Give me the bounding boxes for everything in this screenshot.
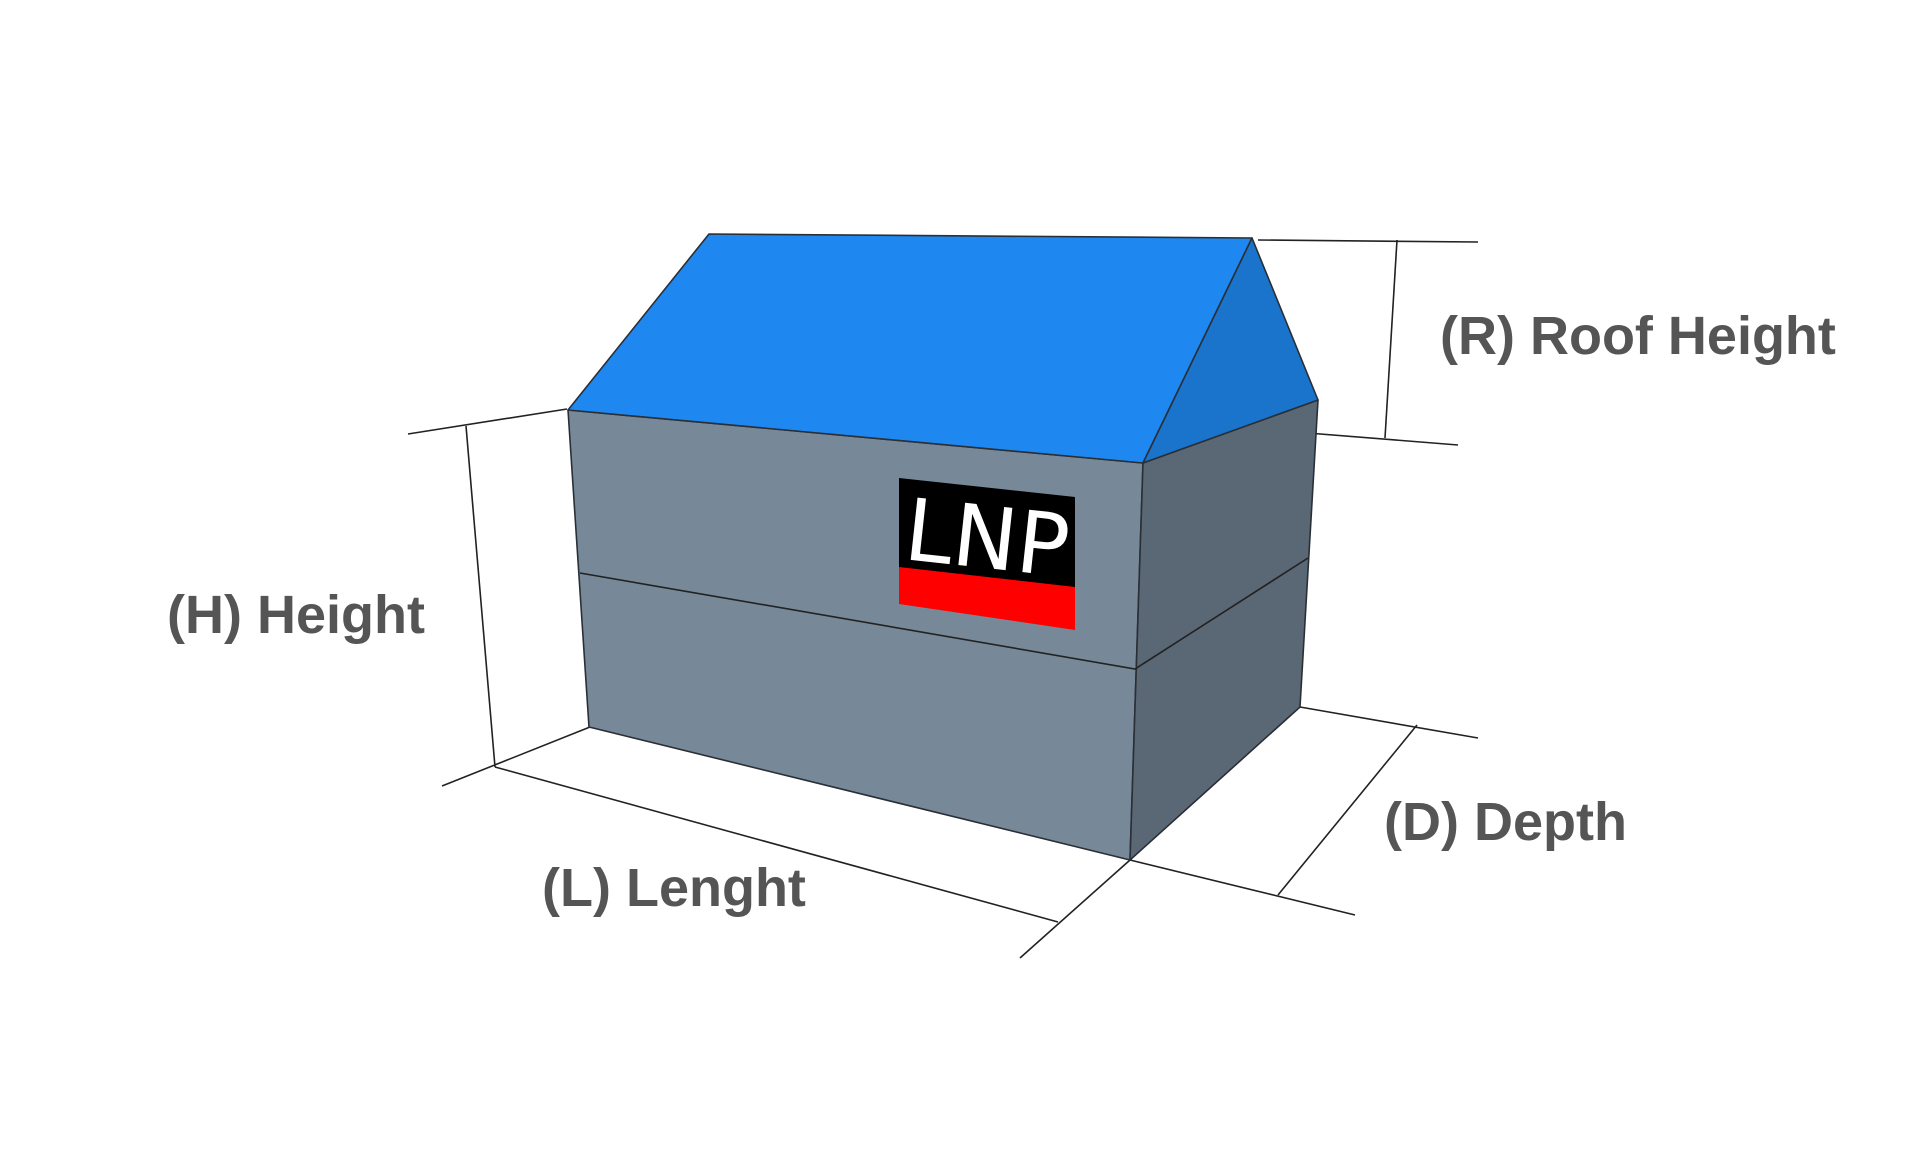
length-end-extension-line xyxy=(1019,859,1131,959)
height-bottom-extension-line xyxy=(441,726,591,787)
roof-height-dimension-line xyxy=(1384,239,1398,439)
logo-black-background xyxy=(899,478,1075,592)
height-top-extension-line xyxy=(407,408,568,435)
wall-floor-divider-line xyxy=(579,557,1309,670)
length-label: (L) Lenght xyxy=(542,858,806,918)
house-front-wall xyxy=(567,409,1144,861)
depth-front-extension-line xyxy=(1129,859,1356,916)
roof-top-extension-line xyxy=(1257,239,1479,243)
depth-back-extension-line xyxy=(1299,706,1479,739)
height-label: (H) Height xyxy=(167,585,425,645)
logo-text: LNP xyxy=(900,480,1074,597)
depth-dimension-line xyxy=(1277,724,1418,896)
length-dimension-line xyxy=(494,766,1059,923)
height-dimension-line xyxy=(465,425,496,768)
logo-red-stripe xyxy=(899,567,1075,630)
depth-label: (D) Depth xyxy=(1384,792,1627,852)
house-side-wall xyxy=(1129,399,1319,861)
lnp-logo: LNP xyxy=(899,478,1075,630)
roof-gable-end xyxy=(1142,237,1319,464)
dimension-labels: (R) Roof Height (H) Height (L) Lenght (D… xyxy=(167,306,1836,918)
roof-height-label: (R) Roof Height xyxy=(1440,306,1836,366)
